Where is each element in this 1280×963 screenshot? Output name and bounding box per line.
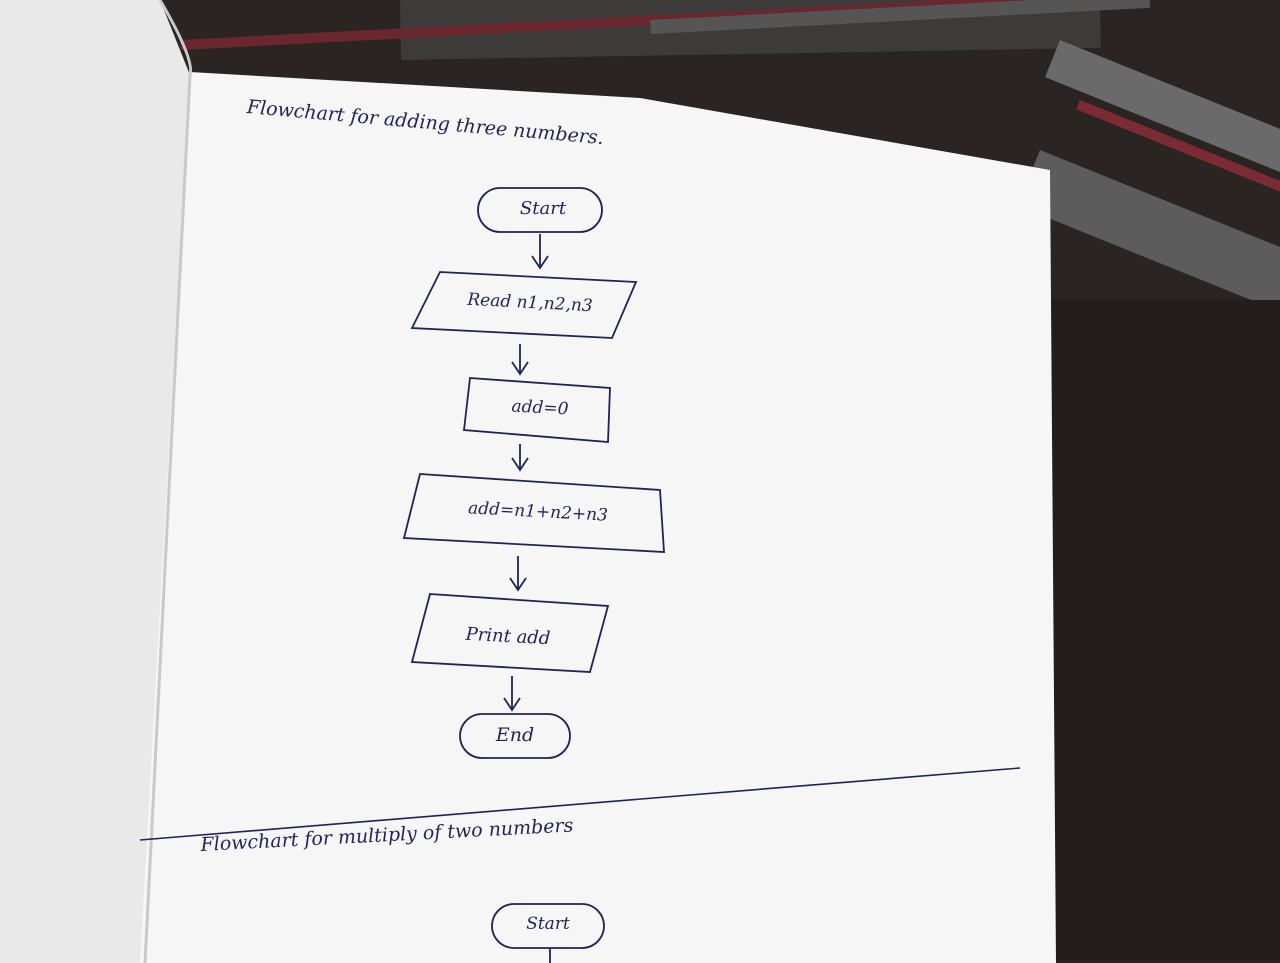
edge-arrows [503, 234, 551, 963]
read-parallelogram [410, 271, 638, 339]
compute-rectangle [402, 473, 665, 553]
start-terminal [477, 187, 603, 233]
start-label: Start [519, 198, 567, 219]
init-rectangle [462, 377, 611, 443]
start2-terminal [491, 903, 605, 949]
start2-label: Start [526, 914, 570, 934]
end-label: End [495, 724, 535, 746]
print-parallelogram [410, 593, 610, 673]
end-terminal [459, 713, 571, 759]
